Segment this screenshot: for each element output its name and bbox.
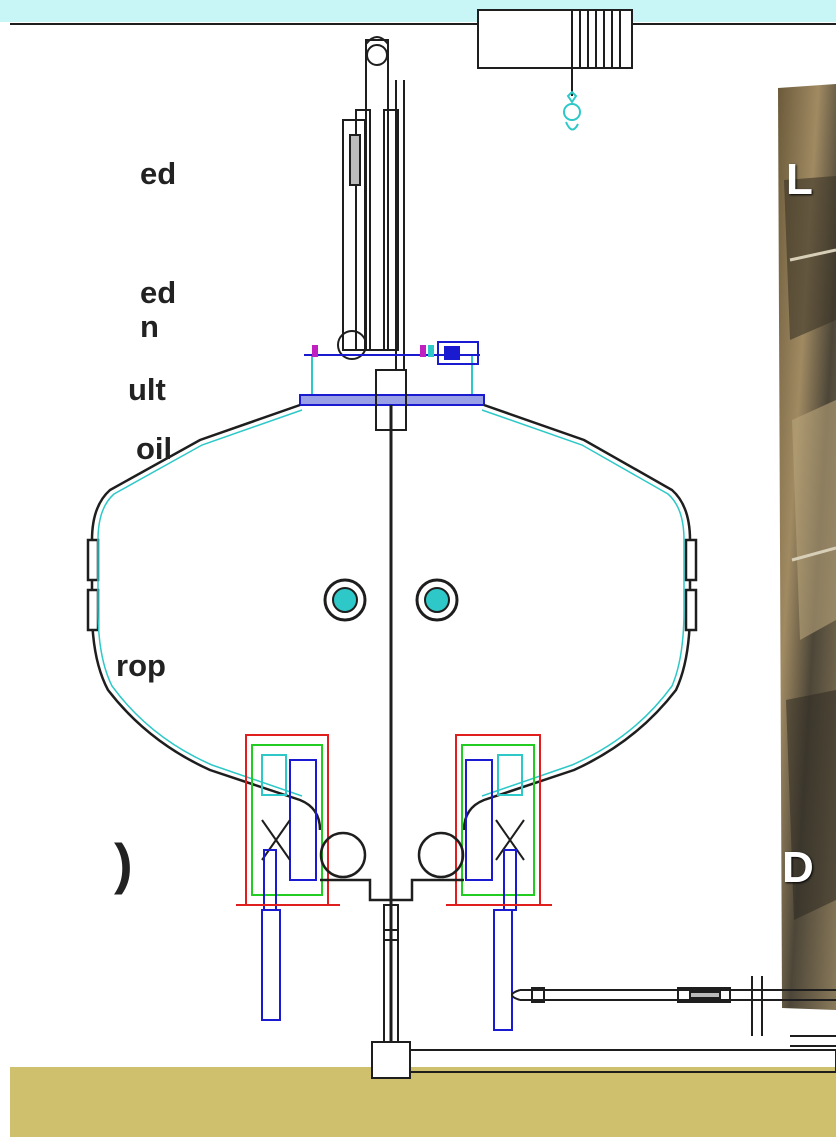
lifting-mast [337,36,405,370]
transfer-line [511,976,836,1047]
text-fragment-4: ult [128,372,166,407]
text-fragment-1: ed [140,156,177,191]
text-fragment-6: rop [116,648,166,683]
vessel-outline [86,403,698,831]
text-fragment-5: oil [136,431,173,466]
left-coil-assembly [236,734,340,1021]
crane-hook-icon [563,90,581,131]
lower-rings [319,831,465,902]
top-band [0,0,836,22]
text-fragment-7: ) [114,832,133,895]
crane-trolley [477,9,633,96]
bottom-column [371,904,836,1079]
floor-band [10,1067,836,1137]
left-port [323,578,367,622]
vessel-inner-line [97,409,685,797]
right-coil-assembly [446,734,552,1031]
photo [778,84,836,1010]
right-port [415,578,459,622]
photo-label-top: L [786,155,813,204]
text-fragment-3: n [140,309,159,344]
photo-label-bottom: D [782,843,814,892]
text-fragment-2: ed [140,275,177,310]
